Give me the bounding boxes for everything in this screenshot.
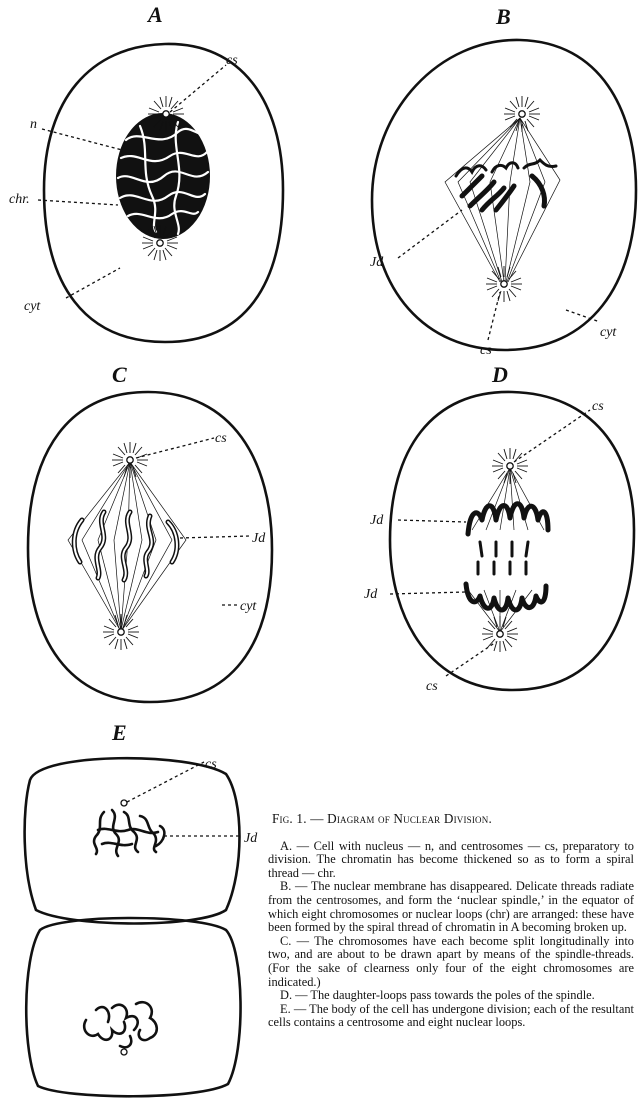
panel-b-cell-outline <box>372 40 636 350</box>
caption-paragraph-e: E. — The body of the cell has undergone … <box>268 1003 634 1030</box>
panel-d: D <box>364 362 634 694</box>
panel-e-lower-chromosomes <box>84 1002 157 1047</box>
panel-c-centrosome-top <box>112 442 148 478</box>
leader-b-cs <box>488 292 500 340</box>
leader-d-jd1 <box>398 520 466 522</box>
panel-e: E cs Jd <box>25 720 259 1096</box>
label-d-jd1: Jd <box>370 513 384 528</box>
panel-d-centrosome-top <box>492 448 528 484</box>
panel-b-chromosomes <box>456 160 556 210</box>
label-d-cs-top: cs <box>592 399 604 414</box>
label-b-cyt: cyt <box>600 325 617 340</box>
caption-paragraph-c: C. — The chromosomes have each become sp… <box>268 935 634 989</box>
leader-e-cs <box>127 762 204 802</box>
panel-a: A cs n chr. cyt <box>9 2 283 342</box>
panel-e-lower-centrosome <box>121 1049 127 1055</box>
label-e-jd: Jd <box>244 831 258 846</box>
leader-c-cs <box>136 438 214 458</box>
panel-c: C cs Jd <box>28 362 272 702</box>
label-a-cyt: cyt <box>24 299 41 314</box>
panel-b: B Jd cs cyt <box>370 4 636 358</box>
panel-c-label: C <box>112 362 127 387</box>
leader-a-cyt <box>66 268 120 298</box>
label-a-n: n <box>30 117 37 132</box>
panel-d-lower-daughter-loops <box>466 562 546 610</box>
panel-a-label: A <box>146 2 163 27</box>
label-b-jd: Jd <box>370 255 384 270</box>
panel-c-centrosome-bottom <box>103 614 139 650</box>
label-a-chr: chr. <box>9 192 30 207</box>
leader-a-n <box>42 129 122 150</box>
panel-b-centrosome-bottom <box>486 266 522 302</box>
panel-e-upper-centrosome <box>121 800 127 806</box>
panel-d-label: D <box>491 362 508 387</box>
panel-b-label: B <box>495 4 511 29</box>
label-c-cyt: cyt <box>240 599 257 614</box>
panel-e-label: E <box>111 720 127 745</box>
panel-e-upper-cell-outline <box>25 758 240 923</box>
label-e-cs: cs <box>205 757 217 772</box>
caption-title: Fig. 1. — Diagram of Nuclear Division. <box>272 812 634 826</box>
leader-a-cs <box>170 65 226 112</box>
label-c-cs: cs <box>215 431 227 446</box>
label-b-cs: cs <box>480 343 492 358</box>
panel-d-upper-daughter-loops <box>468 504 548 556</box>
figure-caption: Fig. 1. — Diagram of Nuclear Division. A… <box>268 812 634 1030</box>
leader-a-chr <box>38 200 118 205</box>
panel-e-upper-chromosomes <box>94 810 164 856</box>
label-a-cs: cs <box>226 53 238 68</box>
panel-c-chromosomes <box>74 512 177 580</box>
panel-e-lower-cell-outline <box>26 918 240 1096</box>
leader-b-jd <box>398 210 462 258</box>
leader-c-jd <box>180 536 250 538</box>
label-c-jd: Jd <box>252 531 266 546</box>
leader-d-jd2 <box>390 592 466 594</box>
label-d-jd2: Jd <box>364 587 378 602</box>
caption-paragraph-d: D. — The daughter-loops pass towards the… <box>268 989 634 1003</box>
caption-paragraph-a: A. — Cell with nucleus — n, and centroso… <box>268 840 634 881</box>
leader-d-cs-top <box>514 410 590 462</box>
caption-paragraph-b: B. — The nuclear membrane has disappeare… <box>268 880 634 934</box>
panel-d-centrosome-bottom <box>482 616 518 652</box>
label-d-cs-bot: cs <box>426 679 438 694</box>
